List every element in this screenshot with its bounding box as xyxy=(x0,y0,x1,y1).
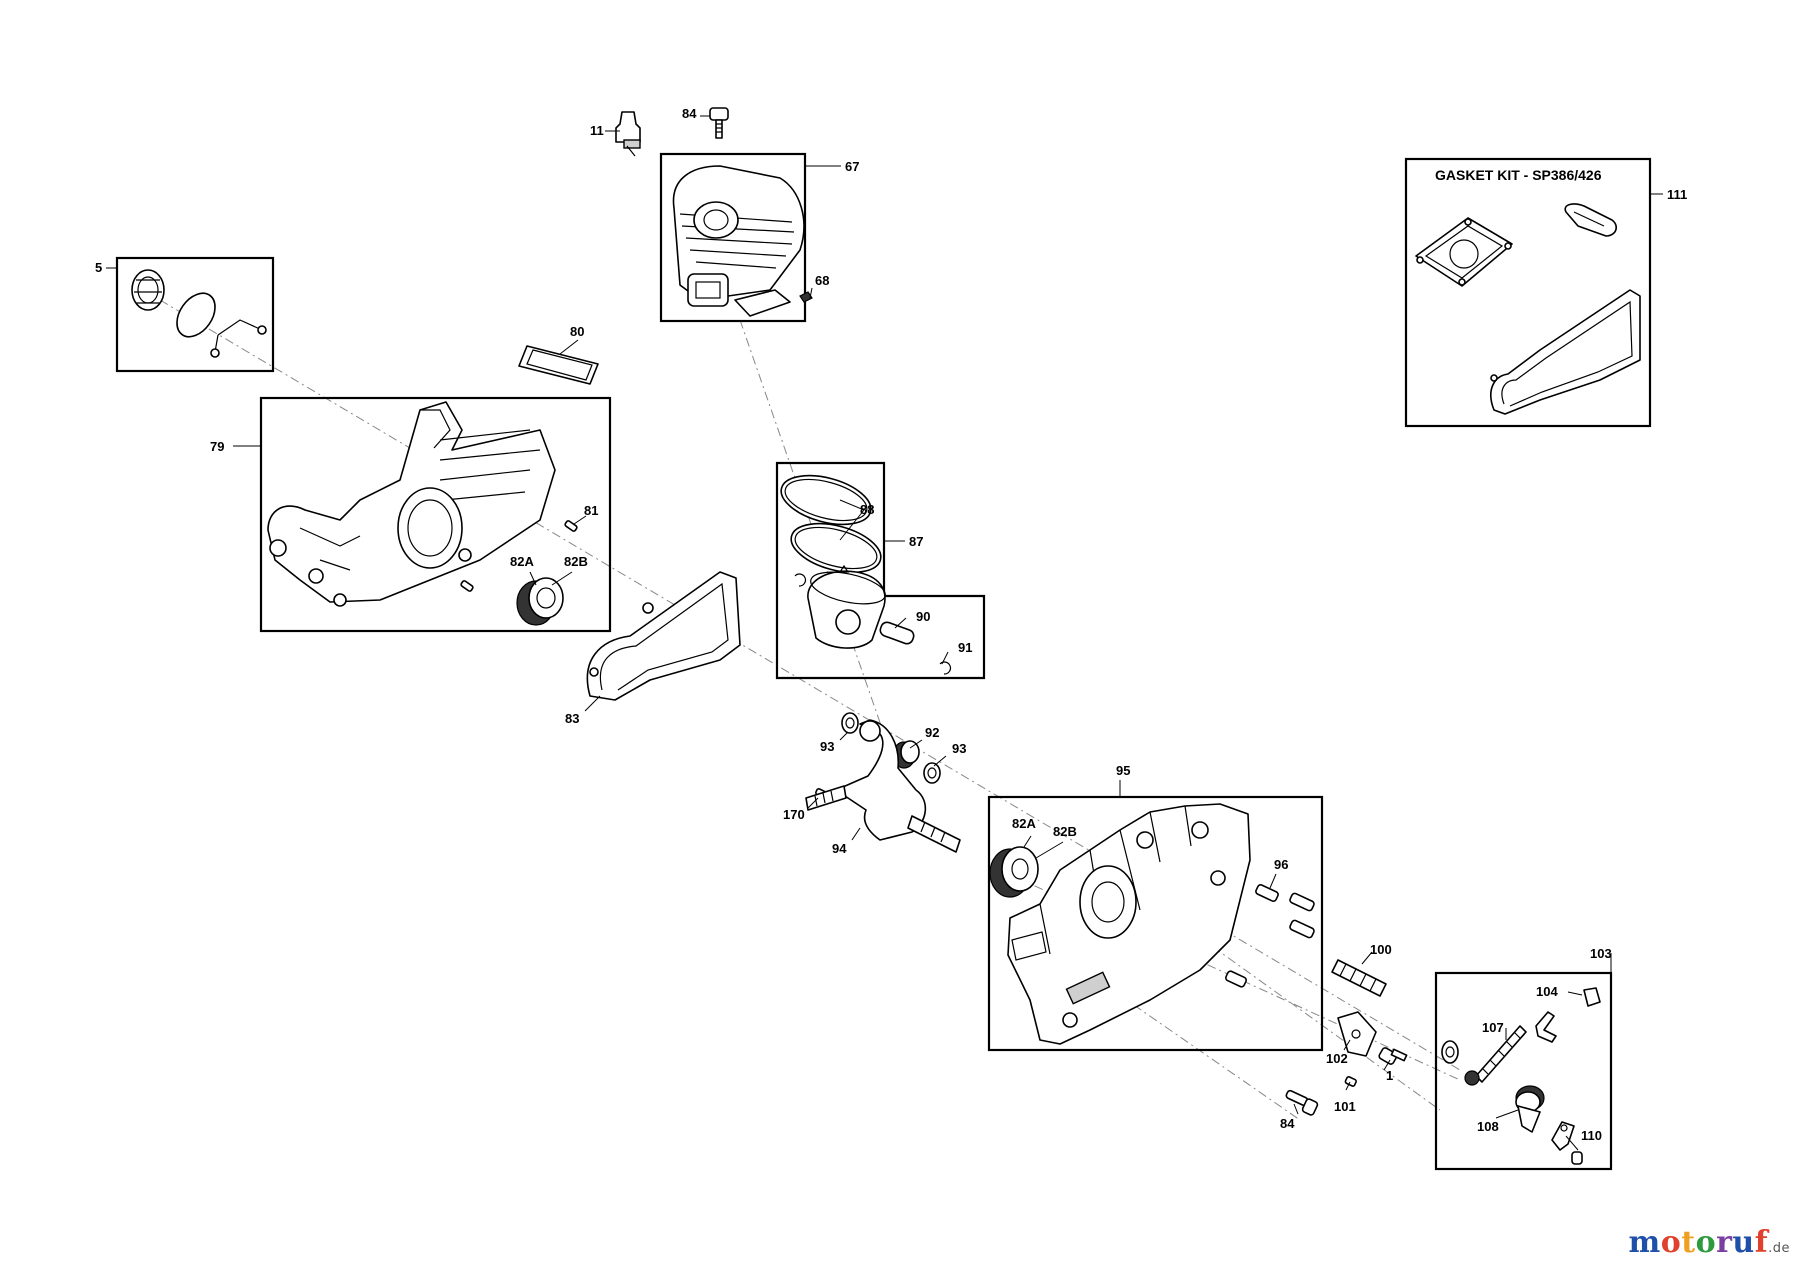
label-68: 68 xyxy=(815,273,829,288)
label-5: 5 xyxy=(95,260,102,275)
label-104: 104 xyxy=(1536,984,1558,999)
pin-81b xyxy=(460,580,474,592)
label-90: 90 xyxy=(916,609,930,624)
piston-rings-88 xyxy=(780,474,882,574)
logo-letter: o xyxy=(1695,1225,1717,1260)
label-88: 88 xyxy=(860,502,874,517)
label-93-left: 93 xyxy=(820,739,834,754)
label-94: 94 xyxy=(832,841,847,856)
label-83: 83 xyxy=(565,711,579,726)
box-piston-87 xyxy=(775,461,986,680)
label-84-top: 84 xyxy=(682,106,697,121)
part-5-cap-assembly xyxy=(131,269,267,358)
logo-letter: f xyxy=(1754,1225,1769,1260)
bracket-110 xyxy=(1551,1121,1583,1165)
circlip-91 xyxy=(939,661,952,675)
screw-1 xyxy=(1378,1047,1408,1065)
studs-96 xyxy=(1225,884,1315,988)
label-100: 100 xyxy=(1370,942,1392,957)
gasket-80 xyxy=(518,345,599,385)
logo-letter: u xyxy=(1732,1225,1755,1260)
label-84-bottom: 84 xyxy=(1280,1116,1295,1131)
circlip-left xyxy=(794,573,807,587)
logo-letter: o xyxy=(1660,1225,1682,1260)
label-91: 91 xyxy=(958,640,972,655)
assembly-axis-lines xyxy=(159,299,1461,1121)
box-crankcase-95 xyxy=(987,795,1324,1052)
crankcase-79 xyxy=(267,401,556,607)
label-102: 102 xyxy=(1326,1051,1348,1066)
gasket-83 xyxy=(586,571,741,701)
pin-101 xyxy=(1344,1076,1357,1087)
bracket-102 xyxy=(1337,1011,1377,1057)
label-82b-left: 82B xyxy=(564,554,588,569)
label-101: 101 xyxy=(1334,1099,1356,1114)
label-92: 92 xyxy=(925,725,939,740)
box-oil-pump-103 xyxy=(1434,971,1613,1171)
logo-suffix: .de xyxy=(1768,1241,1790,1256)
logo-letter: m xyxy=(1628,1225,1661,1260)
crankshaft-94 xyxy=(805,719,961,853)
piston-pin-90 xyxy=(879,621,915,645)
bolt-84-bottom xyxy=(1285,1089,1319,1116)
logo-letter: t xyxy=(1681,1225,1696,1260)
label-1: 1 xyxy=(1386,1068,1393,1083)
box-cylinder-67 xyxy=(659,152,807,323)
label-11: 11 xyxy=(590,123,604,138)
washers-93 xyxy=(841,712,941,784)
bearing-82-left xyxy=(516,577,564,626)
label-93-right: 93 xyxy=(952,741,966,756)
label-82a-left: 82A xyxy=(510,554,534,569)
pin-81 xyxy=(564,520,578,532)
bolt-84-top xyxy=(709,107,729,139)
label-107: 107 xyxy=(1482,1020,1504,1035)
callout-labels: 5 11 84 67 68 80 79 81 82A 82B 83 88 87 … xyxy=(95,106,1687,1143)
label-103: 103 xyxy=(1590,946,1612,961)
part-104 xyxy=(1583,987,1601,1007)
label-170: 170 xyxy=(783,807,805,822)
logo-wordmark: motoruf xyxy=(1628,1225,1768,1260)
box-gasket-kit-111 xyxy=(1404,157,1652,428)
label-96: 96 xyxy=(1274,857,1288,872)
label-87: 87 xyxy=(909,534,923,549)
group-boxes xyxy=(115,152,1652,1171)
label-110: 110 xyxy=(1581,1128,1602,1143)
part-107-assembly xyxy=(1441,1011,1557,1086)
piston-87 xyxy=(807,564,886,649)
leader-lines xyxy=(106,115,1663,1151)
gasket-kit-title: GASKET KIT - SP386/426 xyxy=(1435,167,1602,183)
label-111: 111 xyxy=(1667,187,1687,202)
box-crankcase-79 xyxy=(259,396,612,633)
motoruf-logo: motoruf.de xyxy=(1628,1225,1790,1260)
label-79: 79 xyxy=(210,439,224,454)
cylinder-67 xyxy=(672,165,813,317)
label-81: 81 xyxy=(584,503,598,518)
label-82b-right: 82B xyxy=(1053,824,1077,839)
logo-letter: r xyxy=(1716,1225,1733,1260)
label-67: 67 xyxy=(845,159,859,174)
spark-plug-11 xyxy=(615,111,641,157)
gasket-kit-111-parts xyxy=(1415,203,1641,415)
label-80: 80 xyxy=(570,324,584,339)
box-part-5 xyxy=(115,256,275,373)
label-108: 108 xyxy=(1477,1119,1499,1134)
crankcase-95 xyxy=(1007,803,1251,1045)
bearing-82-right xyxy=(989,846,1039,898)
stud-100 xyxy=(1331,959,1387,997)
label-82a-right: 82A xyxy=(1012,816,1036,831)
gear-108 xyxy=(1515,1085,1545,1133)
label-95: 95 xyxy=(1116,763,1130,778)
